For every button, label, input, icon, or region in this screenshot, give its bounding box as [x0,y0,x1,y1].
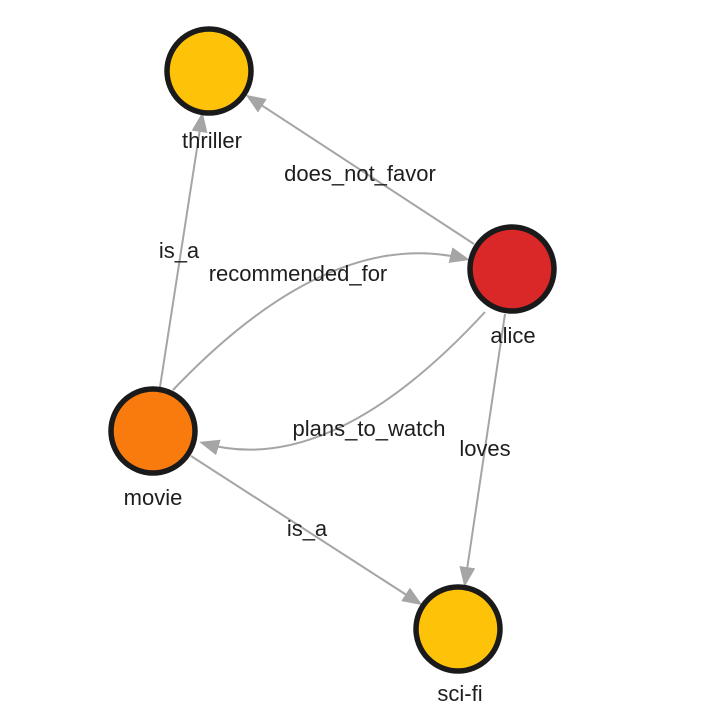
edge-label-alice-thriller: does_not_favor [284,161,436,186]
edge-label-movie-thriller: is_a [159,238,200,263]
edge-label-movie-sci-fi: is_a [287,516,328,541]
edge-movie-sci-fi [190,455,423,606]
node-sci-fi[interactable] [413,584,503,674]
edge-alice-movie [199,311,486,456]
node-movie[interactable] [108,386,198,476]
node-label-sci-fi: sci-fi [437,681,482,706]
node-label-alice: alice [490,323,535,348]
node-thriller[interactable] [164,26,254,116]
edge-movie-alice [172,247,470,391]
node-label-movie: movie [124,485,183,510]
node-alice[interactable] [467,224,557,314]
edge-movie-thriller [159,112,208,388]
edge-label-movie-alice: recommended_for [209,261,388,286]
edge-alice-sci-fi [459,313,506,587]
node-label-thriller: thriller [182,128,242,153]
edge-alice-thriller [245,94,475,245]
edge-label-alice-movie: plans_to_watch [293,416,446,441]
edge-label-alice-sci-fi: loves [459,436,510,461]
